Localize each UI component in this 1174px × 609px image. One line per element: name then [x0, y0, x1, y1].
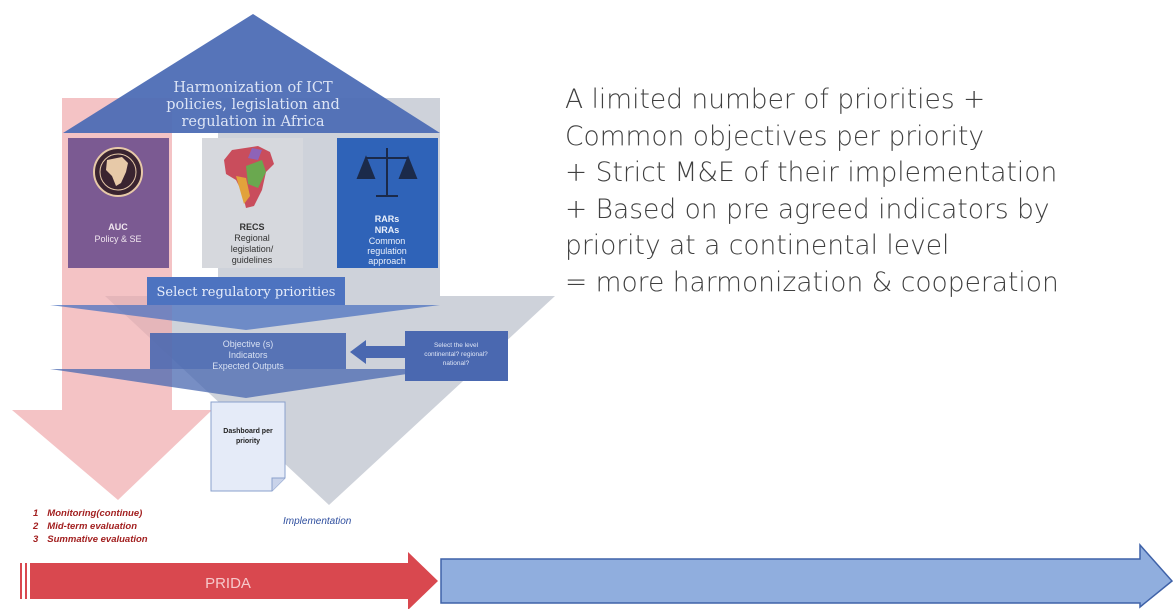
- future-arrow: [440, 543, 1174, 609]
- objectives-chevron: [50, 369, 440, 398]
- statement-line-5: priority at a continental level: [565, 230, 950, 261]
- prida-bar-stripe-1: [20, 563, 22, 599]
- prida-arrow: [30, 552, 438, 609]
- statement-line-1: A limited number of priorities +: [565, 84, 986, 115]
- rars-title-line-2: NRAs: [375, 225, 400, 235]
- objectives-line-2: Indicators: [228, 350, 268, 360]
- auc-title: AUC: [108, 222, 128, 232]
- statement-line-6: = more harmonization & cooperation: [565, 266, 1059, 298]
- statement-line-3: + Strict M&E of their implementation: [565, 157, 1058, 188]
- prida-bar-stripe-2: [25, 563, 27, 599]
- priorities-statement: A limited number of priorities + Common …: [565, 82, 1165, 301]
- priorities-funnel: [50, 305, 440, 330]
- recs-line-2: legislation/: [231, 244, 274, 254]
- recs-line-3: guidelines: [232, 255, 273, 265]
- scales-icon: [356, 148, 418, 197]
- objectives-box: [150, 333, 346, 369]
- roof-title-line-1: Harmonization of ICT: [173, 80, 333, 96]
- auc-subtitle: Policy & SE: [94, 234, 141, 244]
- select-priorities-label: Select regulatory priorities: [157, 285, 336, 300]
- roof-title-line-2: policies, legislation and: [166, 97, 340, 113]
- implementation-label: Implementation: [283, 516, 352, 527]
- select-priorities-banner: [147, 277, 345, 305]
- recs-title: RECS: [239, 222, 264, 232]
- select-level-line-3: national?: [443, 360, 470, 367]
- prida-label: PRIDA: [205, 575, 251, 592]
- select-level-box: [405, 331, 508, 381]
- select-level-line-1: Select the level: [434, 342, 479, 349]
- africa-map-icon: [224, 146, 274, 208]
- recs-line-1: Regional: [234, 233, 270, 243]
- select-level-line-2: continental? regional?: [424, 351, 488, 358]
- harmonization-roof: [63, 14, 440, 133]
- statement-line-2: Common objectives per priority: [565, 120, 985, 152]
- rars-title-line-1: RARs: [375, 214, 400, 224]
- rars-line-2: regulation: [367, 246, 407, 256]
- select-level-arrow: [350, 340, 408, 364]
- objectives-line-3: Expected Outputs: [212, 361, 284, 371]
- dashboard-line-2: priority: [236, 438, 260, 445]
- dashboard-line-1: Dashboard per: [223, 428, 273, 435]
- roof-title-line-3: regulation in Africa: [181, 114, 324, 130]
- objectives-line-1: Objective (s): [223, 339, 274, 349]
- au-emblem-icon: [93, 147, 143, 197]
- rars-line-3: approach: [368, 256, 406, 266]
- statement-line-4: + Based on pre agreed indicators by: [565, 193, 1050, 225]
- rars-line-1: Common: [369, 236, 406, 246]
